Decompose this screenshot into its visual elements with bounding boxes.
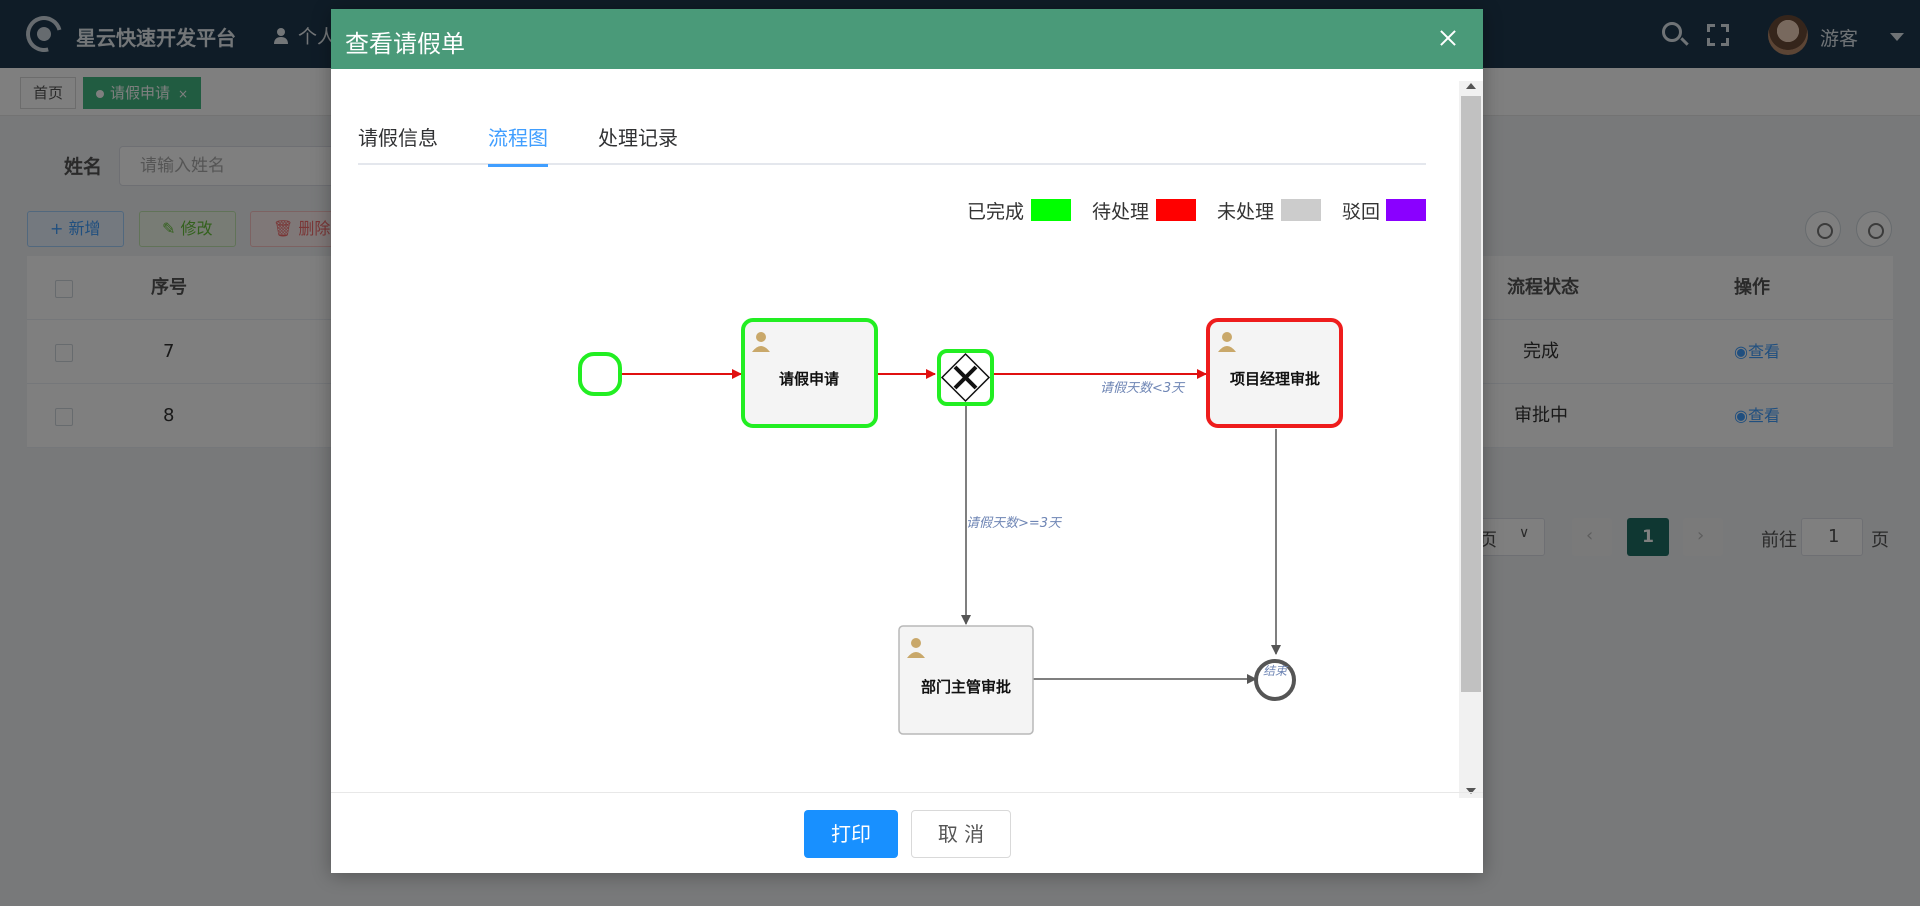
legend-swatch-unprocessed: [1281, 199, 1321, 221]
edge-label-ge3: 请假天数>=3天: [966, 516, 1063, 531]
end-event-label: 结束: [1263, 664, 1289, 678]
tab-leave-info[interactable]: 请假信息: [358, 126, 438, 150]
user-icon: [907, 638, 925, 658]
task-dept-approval: [898, 625, 1034, 735]
print-button[interactable]: 打印: [804, 810, 898, 858]
gateway-x-icon: [953, 365, 978, 390]
cancel-button[interactable]: 取 消: [911, 810, 1011, 858]
dialog-header: 查看请假单: [331, 9, 1483, 69]
task-leave-request: [741, 318, 878, 428]
workflow-diagram: 请假天数<3天 请假天数>=3天 请假申请 项目经理审批: [578, 318, 1343, 735]
legend-swatch-completed: [1031, 199, 1071, 221]
legend-label: 驳回: [1342, 201, 1381, 223]
legend-label: 待处理: [1092, 201, 1150, 223]
task-label: 请假申请: [779, 370, 839, 388]
dialog-tabs: 请假信息 流程图 处理记录: [358, 119, 1426, 167]
edge-label-lt3: 请假天数<3天: [1100, 381, 1186, 396]
scroll-up-icon[interactable]: [1466, 83, 1476, 89]
scroll-down-icon[interactable]: [1466, 788, 1476, 794]
legend-swatch-pending: [1156, 199, 1196, 221]
task-label: 项目经理审批: [1230, 370, 1320, 388]
legend-label: 未处理: [1217, 201, 1275, 223]
user-icon: [1218, 332, 1236, 352]
dialog-body: 请假信息 流程图 处理记录 已完成 待处理 未处理 驳回: [331, 69, 1483, 798]
dialog-scrollbar[interactable]: [1459, 81, 1483, 798]
view-leave-dialog: 查看请假单 请假信息 流程图 处理记录 已完成 待处理 未处理 驳回: [331, 9, 1483, 873]
tab-flowchart[interactable]: 流程图: [488, 119, 548, 167]
dialog-footer: 打印 取 消: [331, 792, 1483, 873]
close-icon[interactable]: [1437, 27, 1459, 49]
task-label: 部门主管审批: [921, 678, 1011, 696]
tab-history[interactable]: 处理记录: [598, 126, 678, 150]
legend-swatch-rejected: [1386, 199, 1426, 221]
dialog-title: 查看请假单: [345, 30, 465, 58]
legend-label: 已完成: [967, 201, 1025, 223]
start-event: [578, 352, 622, 396]
scroll-thumb[interactable]: [1461, 96, 1481, 692]
task-manager-approval: [1206, 318, 1343, 428]
user-icon: [752, 332, 770, 352]
end-event: [1254, 659, 1296, 701]
